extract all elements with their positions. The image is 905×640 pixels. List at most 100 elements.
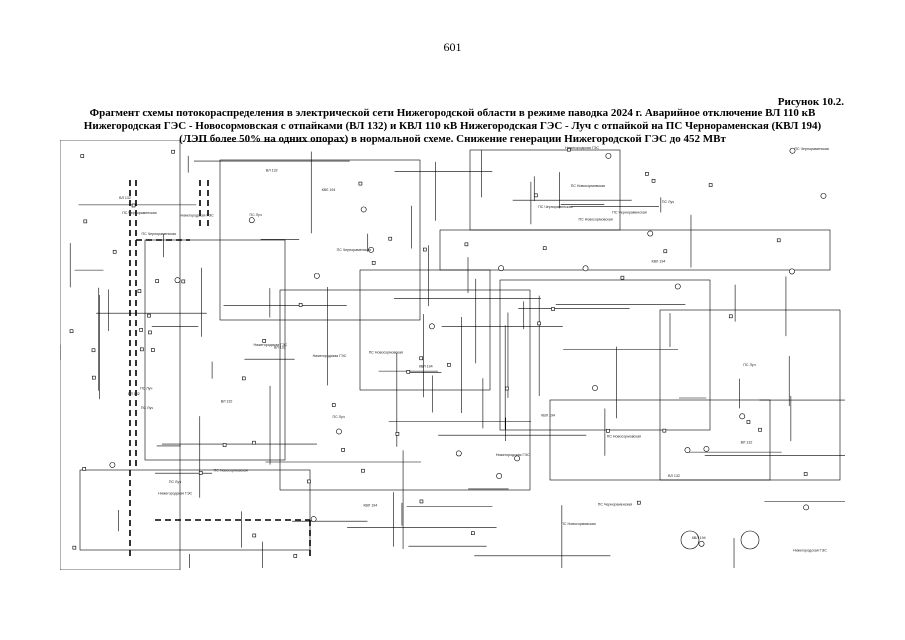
- transformer-symbol: [647, 230, 654, 237]
- breaker-node: [471, 531, 475, 535]
- feeder-frame: [79, 469, 311, 551]
- transformer-symbol: [429, 323, 435, 330]
- breaker-node: [551, 307, 555, 311]
- node-label: КВЛ 194: [652, 259, 666, 263]
- node-label: ПС Новосормовская: [571, 184, 605, 188]
- node-label: ВЛ 132: [668, 474, 680, 478]
- breaker-node: [534, 193, 538, 198]
- substation-nodes: [69, 147, 827, 558]
- node-label: ПС Луч: [743, 363, 755, 367]
- breaker-node: [147, 313, 151, 318]
- breaker-node: [131, 203, 136, 208]
- node-label: ВЛ 132: [221, 399, 233, 403]
- breaker-node: [358, 181, 363, 186]
- node-label: КВЛ 194: [322, 188, 336, 192]
- breaker-node: [803, 472, 808, 476]
- breaker-node: [537, 321, 541, 326]
- node-label: Нижегородская ГЭС: [496, 453, 530, 457]
- feeder-frame: [659, 309, 841, 481]
- transformer-symbol: [336, 428, 342, 435]
- feeder-frame: [359, 269, 491, 391]
- breaker-node: [140, 347, 144, 352]
- breaker-node: [361, 468, 365, 473]
- node-label: ПС Чернораменская: [612, 211, 646, 215]
- breaker-node: [171, 149, 175, 154]
- feeder-frame: [60, 140, 181, 570]
- node-label: Нижегородская ГЭС: [158, 492, 192, 496]
- node-label: ПС Чернораменская: [122, 211, 156, 215]
- breaker-node: [137, 289, 142, 293]
- breaker-node: [222, 443, 227, 447]
- breaker-node: [708, 183, 713, 187]
- transformer-symbol: [674, 283, 681, 290]
- breaker-node: [307, 479, 311, 484]
- node-label: ПС Новосормовская: [579, 218, 613, 222]
- feeder-frame: [144, 239, 286, 461]
- breaker-node: [663, 249, 668, 254]
- breaker-node: [252, 533, 257, 538]
- page-number: 601: [443, 40, 462, 54]
- transformer-symbol: [703, 445, 710, 452]
- transformer-symbol: [174, 277, 181, 284]
- disconnected-lines: [129, 180, 311, 560]
- breaker-node: [341, 448, 345, 452]
- breaker-node: [155, 279, 159, 283]
- transformer-symbol: [368, 246, 375, 253]
- node-label: ВЛ 132: [119, 196, 131, 200]
- transformer-symbol: [248, 217, 255, 224]
- breaker-node: [636, 500, 641, 505]
- breaker-node: [181, 279, 186, 284]
- node-label: ПС Луч: [141, 406, 153, 410]
- breaker-node: [69, 329, 74, 334]
- network-lines: [60, 140, 845, 570]
- feeder-frame: [549, 399, 771, 481]
- node-label: КВЛ 194: [419, 365, 433, 369]
- transformer-symbol: [684, 447, 691, 453]
- node-label: ПС Новосормовская: [214, 468, 248, 472]
- transformer-symbol: [514, 455, 520, 462]
- transformer-symbol: [739, 413, 746, 420]
- breaker-node: [91, 348, 96, 353]
- breaker-node: [620, 275, 625, 280]
- breaker-node: [148, 330, 152, 335]
- breaker-node: [82, 467, 87, 471]
- breaker-node: [72, 545, 77, 550]
- transformer-symbol: [109, 462, 116, 468]
- node-label: Нижегородская ГЭС: [253, 343, 287, 347]
- node-label: ПС Чернораменская: [598, 503, 632, 507]
- breaker-node: [645, 172, 649, 176]
- transformer-symbol: [698, 540, 705, 547]
- breaker-node: [746, 420, 751, 424]
- breaker-node: [293, 554, 298, 558]
- breaker-node: [388, 236, 393, 241]
- breaker-node: [651, 178, 656, 183]
- node-label: ПС Чернораменская: [337, 248, 371, 252]
- transformer-symbol: [310, 516, 317, 522]
- transformer-symbol: [789, 268, 795, 275]
- breaker-node: [262, 339, 266, 343]
- breaker-node: [728, 314, 733, 319]
- transformer-symbol: [803, 504, 810, 511]
- node-label: ПС Луч: [140, 387, 152, 391]
- figure-caption: Фрагмент схемы потокораспределения в эле…: [60, 107, 845, 146]
- transformer-symbol: [592, 385, 598, 391]
- breaker-node: [542, 246, 547, 250]
- node-label: Нижегородская ГЭС: [313, 354, 347, 358]
- breaker-node: [419, 356, 423, 361]
- feeder-frame: [279, 289, 531, 491]
- transformer-symbol: [820, 192, 827, 199]
- caption-line-2: Нижегородская ГЭС - Новосормовская с отп…: [83, 120, 822, 132]
- transformer-symbol: [498, 265, 504, 272]
- breaker-node: [241, 376, 246, 381]
- breaker-node: [395, 432, 400, 436]
- breaker-node: [80, 154, 85, 158]
- caption-line-3: (ЛЭП более 50% на одних опорах) в нормал…: [179, 133, 726, 145]
- breaker-node: [406, 369, 411, 374]
- breaker-node: [567, 147, 571, 152]
- breaker-node: [83, 219, 88, 224]
- breaker-node: [92, 375, 96, 380]
- node-label: ПС Луч: [662, 200, 674, 204]
- generator-symbol: [740, 530, 760, 550]
